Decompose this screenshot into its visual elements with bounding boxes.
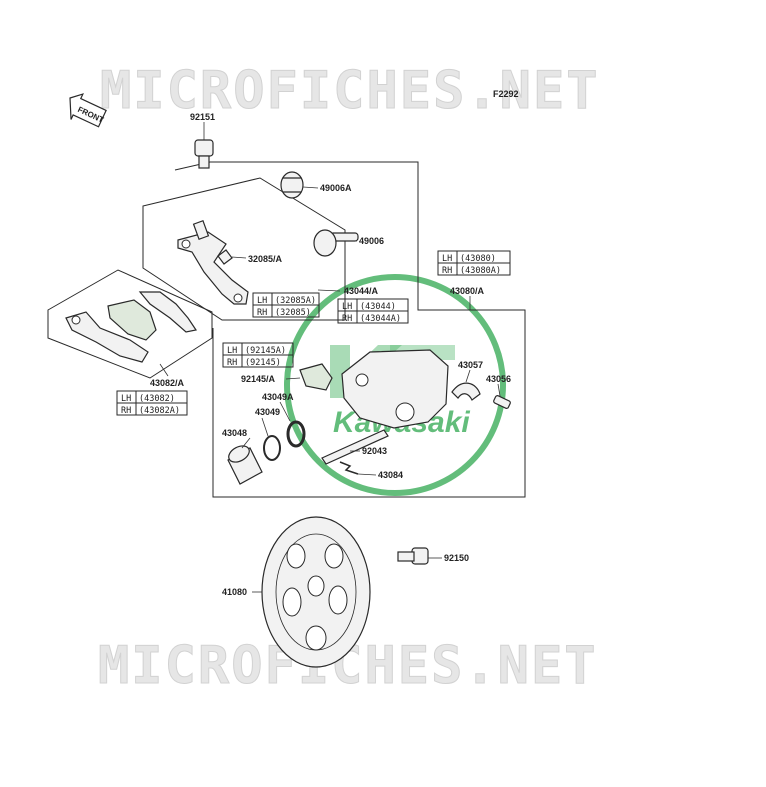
brake-pad-set — [65, 291, 197, 363]
seal-43049 — [263, 435, 281, 461]
callout-43057: 43057 — [458, 360, 483, 370]
leader-43044a — [317, 289, 341, 292]
leader-43048 — [241, 437, 251, 449]
table-32085-lh: (32085A) — [275, 296, 316, 306]
leader-43084 — [357, 473, 377, 476]
table-92145-lh: (92145A) — [245, 346, 286, 356]
table-43080-rh-side: RH — [442, 266, 452, 276]
callout-43084: 43084 — [378, 470, 403, 480]
table-43044-rh-side: RH — [342, 314, 352, 324]
table-43044: LH (43044) RH (43044A) — [337, 298, 409, 324]
callout-92150: 92150 — [444, 553, 469, 563]
table-92145-rh: (92145) — [245, 358, 281, 368]
table-43080: LH (43080) RH (43080A) — [437, 250, 511, 276]
caliper-assembly-box — [174, 161, 526, 498]
leader-32085a — [231, 256, 247, 259]
watermark-top: MICROFICHES.NET — [100, 61, 600, 121]
leader-43056 — [497, 383, 501, 397]
caliper-body — [341, 349, 449, 429]
table-92145-rh-side: RH — [227, 358, 237, 368]
callout-32085a: 32085/A — [248, 254, 283, 264]
callout-43048: 43048 — [222, 428, 247, 438]
callout-49006a: 49006A — [320, 183, 352, 193]
table-43082-lh: (43082) — [139, 394, 175, 404]
leader-92145a — [285, 377, 301, 380]
clip-43084 — [339, 461, 359, 475]
callout-43080a: 43080/A — [450, 286, 485, 296]
pad-spring-92145 — [299, 363, 333, 391]
table-43080-lh: (43080) — [460, 254, 496, 264]
callout-49006: 49006 — [359, 236, 384, 246]
bleeder-valve-43056 — [493, 395, 511, 409]
table-32085-rh-side: RH — [257, 308, 267, 318]
table-32085-lh-side: LH — [257, 296, 267, 306]
table-43044-rh: (43044A) — [360, 314, 401, 324]
callout-43082a: 43082/A — [150, 378, 185, 388]
table-43082-rh: (43082A) — [139, 406, 180, 416]
table-32085: LH (32085A) RH (32085) — [252, 292, 320, 318]
boot-49006 — [313, 229, 359, 257]
table-43080-lh-side: LH — [442, 254, 452, 264]
callout-43049a: 43049A — [262, 392, 294, 402]
brake-fitting-43057 — [451, 382, 481, 401]
pin-32085 — [217, 249, 233, 265]
leader-43082a — [159, 363, 169, 377]
leader-49006a — [302, 186, 319, 189]
table-43082: LH (43082) RH (43082A) — [116, 390, 188, 416]
table-43080-rh: (43080A) — [460, 266, 501, 276]
boot-49006a — [280, 171, 304, 199]
figure-code: F2292 — [493, 89, 519, 99]
front-arrow-icon: FRONT — [69, 93, 107, 128]
piston-43048 — [227, 445, 263, 485]
table-32085-rh: (32085) — [275, 308, 311, 318]
leader-43057 — [465, 369, 471, 383]
bolt-92150 — [397, 547, 429, 565]
bracket-assembly-box — [142, 177, 346, 321]
leader-43049a — [279, 401, 291, 422]
callout-41080: 41080 — [222, 587, 247, 597]
logo-ring-icon — [284, 274, 506, 496]
callout-43056: 43056 — [486, 374, 511, 384]
table-43044-lh: (43044) — [360, 302, 396, 312]
pad-set-box — [47, 269, 213, 379]
callout-92151: 92151 — [190, 112, 215, 122]
brake-disc-41080 — [261, 516, 371, 668]
caliper-bracket — [177, 220, 249, 305]
leader-43049 — [261, 417, 269, 437]
bolt-92151 — [194, 139, 214, 169]
pin-92043 — [321, 429, 389, 465]
seal-43049a — [286, 420, 306, 448]
table-92145: LH (92145A) RH (92145) — [222, 342, 294, 368]
table-43082-rh-side: RH — [121, 406, 131, 416]
table-43044-lh-side: LH — [342, 302, 352, 312]
callout-92043: 92043 — [362, 446, 387, 456]
table-92145-lh-side: LH — [227, 346, 237, 356]
callout-92145a: 92145/A — [241, 374, 276, 384]
callout-43044a: 43044/A — [344, 286, 379, 296]
callout-43049: 43049 — [255, 407, 280, 417]
table-43082-lh-side: LH — [121, 394, 131, 404]
